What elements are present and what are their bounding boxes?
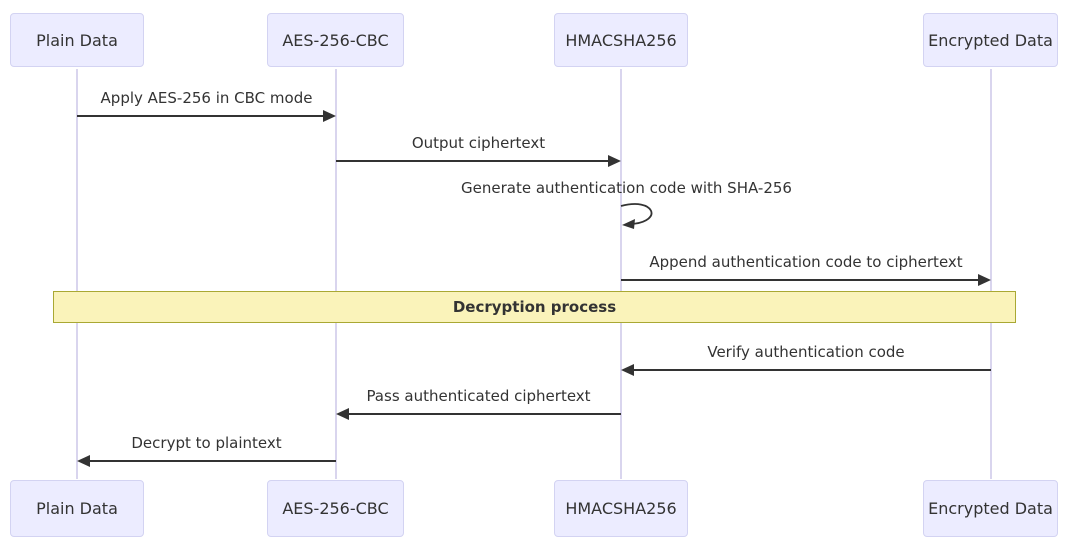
self-loop-arrow-icon xyxy=(620,203,653,229)
actor-label: Encrypted Data xyxy=(928,30,1053,50)
message-2-label: Output ciphertext xyxy=(411,134,546,152)
actor-label: AES-256-CBC xyxy=(282,30,389,50)
section-banner-decryption: Decryption process xyxy=(53,291,1016,323)
actor-label: AES-256-CBC xyxy=(282,499,389,518)
message-2-line xyxy=(336,160,614,162)
lifeline-encrypted-data xyxy=(990,69,992,479)
message-1-line xyxy=(77,115,329,117)
lifeline-aes-256-cbc xyxy=(335,69,337,479)
actor-bottom-hmacsha256: HMACSHA256 xyxy=(554,480,688,537)
lifeline-plain-data xyxy=(76,69,78,479)
actor-label: HMACSHA256 xyxy=(565,30,677,50)
actor-label: Plain Data xyxy=(36,30,118,50)
arrowhead-left-icon xyxy=(77,455,90,467)
lifeline-hmacsha256 xyxy=(620,69,622,479)
arrowhead-right-icon xyxy=(978,274,991,286)
message-6-label: Pass authenticated ciphertext xyxy=(366,387,591,405)
message-1-label: Apply AES-256 in CBC mode xyxy=(100,89,313,107)
actor-label: Encrypted Data xyxy=(928,499,1053,518)
message-5-label: Verify authentication code xyxy=(707,343,905,361)
actor-bottom-encrypted-data: Encrypted Data xyxy=(923,480,1058,537)
actor-label: HMACSHA256 xyxy=(565,499,677,518)
arrowhead-right-icon xyxy=(608,155,621,167)
message-7-line xyxy=(84,460,336,462)
actor-bottom-plain-data: Plain Data xyxy=(10,480,144,537)
actor-top-aes-256-cbc: AES-256-CBC xyxy=(267,13,404,67)
actor-top-encrypted-data: Encrypted Data xyxy=(923,13,1058,67)
arrowhead-right-icon xyxy=(323,110,336,122)
message-6-line xyxy=(343,413,621,415)
actor-bottom-aes-256-cbc: AES-256-CBC xyxy=(267,480,404,537)
section-banner-label: Decryption process xyxy=(452,298,617,316)
message-5-line xyxy=(628,369,991,371)
arrowhead-left-icon xyxy=(336,408,349,420)
message-7-label: Decrypt to plaintext xyxy=(131,434,282,452)
actor-label: Plain Data xyxy=(36,499,118,518)
message-3-label: Generate authentication code with SHA-25… xyxy=(461,179,792,197)
arrowhead-left-icon xyxy=(621,364,634,376)
message-4-label: Append authentication code to ciphertext xyxy=(649,253,963,271)
actor-top-plain-data: Plain Data xyxy=(10,13,144,67)
actor-top-hmacsha256: HMACSHA256 xyxy=(554,13,688,67)
message-4-line xyxy=(621,279,984,281)
